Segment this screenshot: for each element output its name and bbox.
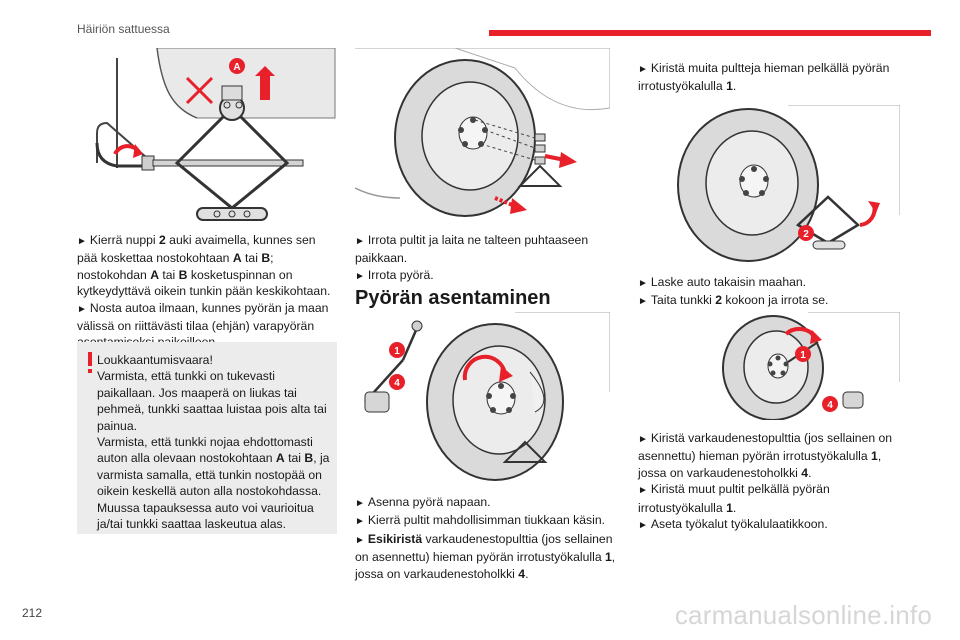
step-text: Taita tunkki 2 kokoon ja irrota se.: [650, 293, 829, 308]
wheel-lowering-illustration: 2: [677, 105, 900, 262]
step-text: Kiristä varkaudenestopulttia (jos sellai…: [638, 431, 893, 480]
step: ►Kiristä varkaudenestopulttia (jos sella…: [638, 430, 900, 481]
bullet-arrow-icon: ►: [77, 236, 87, 247]
warning-title: Loukkaantumisvaara!: [97, 353, 213, 367]
bold-text: 1: [871, 449, 878, 464]
bullet-arrow-icon: ►: [355, 236, 365, 247]
bold-text: Esikiristä: [367, 531, 423, 546]
step: ►Kiristä muita pultteja hieman pelkällä …: [638, 60, 900, 95]
step-text: Irrota pyörä.: [367, 267, 434, 282]
callout-label-2: 2: [803, 229, 809, 240]
bullet-arrow-icon: ►: [355, 270, 365, 282]
bold-text: 1: [726, 79, 733, 94]
section-heading: Pyörän asentaminen: [355, 287, 551, 309]
bullet-arrow-icon: ►: [77, 303, 87, 315]
bold-text: 4: [801, 465, 809, 480]
bold-text: B: [178, 267, 188, 282]
bold-text: A: [150, 267, 159, 282]
callout-label-a: A: [233, 62, 240, 73]
callout-label-1: 1: [394, 346, 400, 357]
step-text: Esikiristä varkaudenestopulttia (jos sel…: [355, 531, 616, 581]
col3-steps-bottom: ►Kiristä varkaudenestopulttia (jos sella…: [638, 430, 900, 534]
header-accent-bar: [489, 30, 931, 36]
callout-label-1: 1: [800, 350, 806, 361]
bullet-arrow-icon: ►: [638, 278, 648, 289]
step: ►Laske auto takaisin maahan.: [638, 274, 900, 292]
bullet-arrow-icon: ►: [355, 498, 365, 509]
bold-text: A: [275, 451, 285, 466]
bullet-arrow-icon: ►: [638, 485, 648, 497]
watermark: carmanualsonline.info: [674, 600, 932, 630]
bold-text: 1: [605, 550, 612, 565]
step-text: Asenna pyörä napaan.: [367, 495, 491, 509]
step: ►Esikiristä varkaudenestopulttia (jos se…: [355, 531, 617, 582]
wheel-fitting-illustration: 1 4: [364, 312, 610, 481]
step-text: Kiristä muita pultteja hieman pelkällä p…: [638, 61, 890, 94]
step: ►Irrota pultit ja laita ne talteen puhta…: [355, 232, 613, 267]
col2-steps-top: ►Irrota pultit ja laita ne talteen puhta…: [355, 232, 613, 285]
step: ►Irrota pyörä.: [355, 267, 613, 285]
wheel-removal-illustration: [355, 48, 610, 217]
col1-steps: ►Kierrä nuppi 2 auki avaimella, kunnes s…: [77, 232, 339, 351]
bullet-arrow-icon: ►: [355, 534, 365, 546]
step-text: Kierrä pultit mahdollisimman tiukkaan kä…: [367, 513, 605, 528]
step-text: Laske auto takaisin maahan.: [650, 275, 807, 289]
header-title: Häiriön sattuessa: [77, 22, 170, 36]
step: ►Taita tunkki 2 kokoon ja irrota se.: [638, 292, 900, 310]
bold-text: A: [232, 251, 242, 266]
step: ►Aseta työkalut työkalulaatikkoon.: [638, 516, 900, 534]
step: ►Kierrä pultit mahdollisimman tiukkaan k…: [355, 512, 617, 530]
bold-text: 2: [159, 233, 166, 247]
bold-text: 4: [518, 566, 526, 581]
jack-raising-illustration: A: [95, 48, 336, 221]
step: ►Kierrä nuppi 2 auki avaimella, kunnes s…: [77, 232, 339, 300]
step: ►Asenna pyörä napaan.: [355, 494, 617, 512]
callout-label-4: 4: [394, 378, 400, 389]
callout-label-4: 4: [827, 400, 833, 411]
step: ►Kiristä muut pultit pelkällä pyörän irr…: [638, 481, 900, 516]
warning-paragraph: Varmista, että tunkki on tukevasti paika…: [97, 369, 327, 433]
bullet-arrow-icon: ►: [638, 64, 648, 75]
warning-callout: Loukkaantumisvaara! Varmista, että tunkk…: [77, 342, 337, 534]
bold-text: B: [304, 451, 314, 466]
step-text: Irrota pultit ja laita ne talteen puhtaa…: [355, 233, 589, 266]
bold-text: 2: [715, 293, 723, 308]
step-text: Aseta työkalut työkalulaatikkoon.: [650, 517, 828, 532]
wheel-tightening-illustration: 1 4: [722, 312, 900, 420]
step-text: Kiristä muut pultit pelkällä pyörän irro…: [638, 482, 830, 515]
col2-steps-bottom: ►Asenna pyörä napaan. ►Kierrä pultit mah…: [355, 494, 617, 582]
bullet-arrow-icon: ►: [638, 520, 648, 532]
bullet-arrow-icon: ►: [355, 516, 365, 528]
warning-text: Loukkaantumisvaara! Varmista, että tunkk…: [97, 352, 333, 532]
bullet-arrow-icon: ►: [638, 296, 648, 308]
page-number: 212: [22, 606, 43, 620]
col3-steps-mid: ►Laske auto takaisin maahan. ►Taita tunk…: [638, 274, 900, 311]
warning-exclamation-icon: [88, 352, 92, 373]
col3-steps-top: ►Kiristä muita pultteja hieman pelkällä …: [638, 60, 900, 95]
bold-text: 1: [726, 500, 733, 515]
step-text: Kierrä nuppi 2 auki avaimella, kunnes se…: [77, 233, 331, 299]
bold-text: B: [261, 251, 271, 266]
warning-paragraph: Varmista, että tunkki nojaa ehdottomasti…: [97, 435, 330, 532]
bullet-arrow-icon: ►: [638, 434, 648, 445]
